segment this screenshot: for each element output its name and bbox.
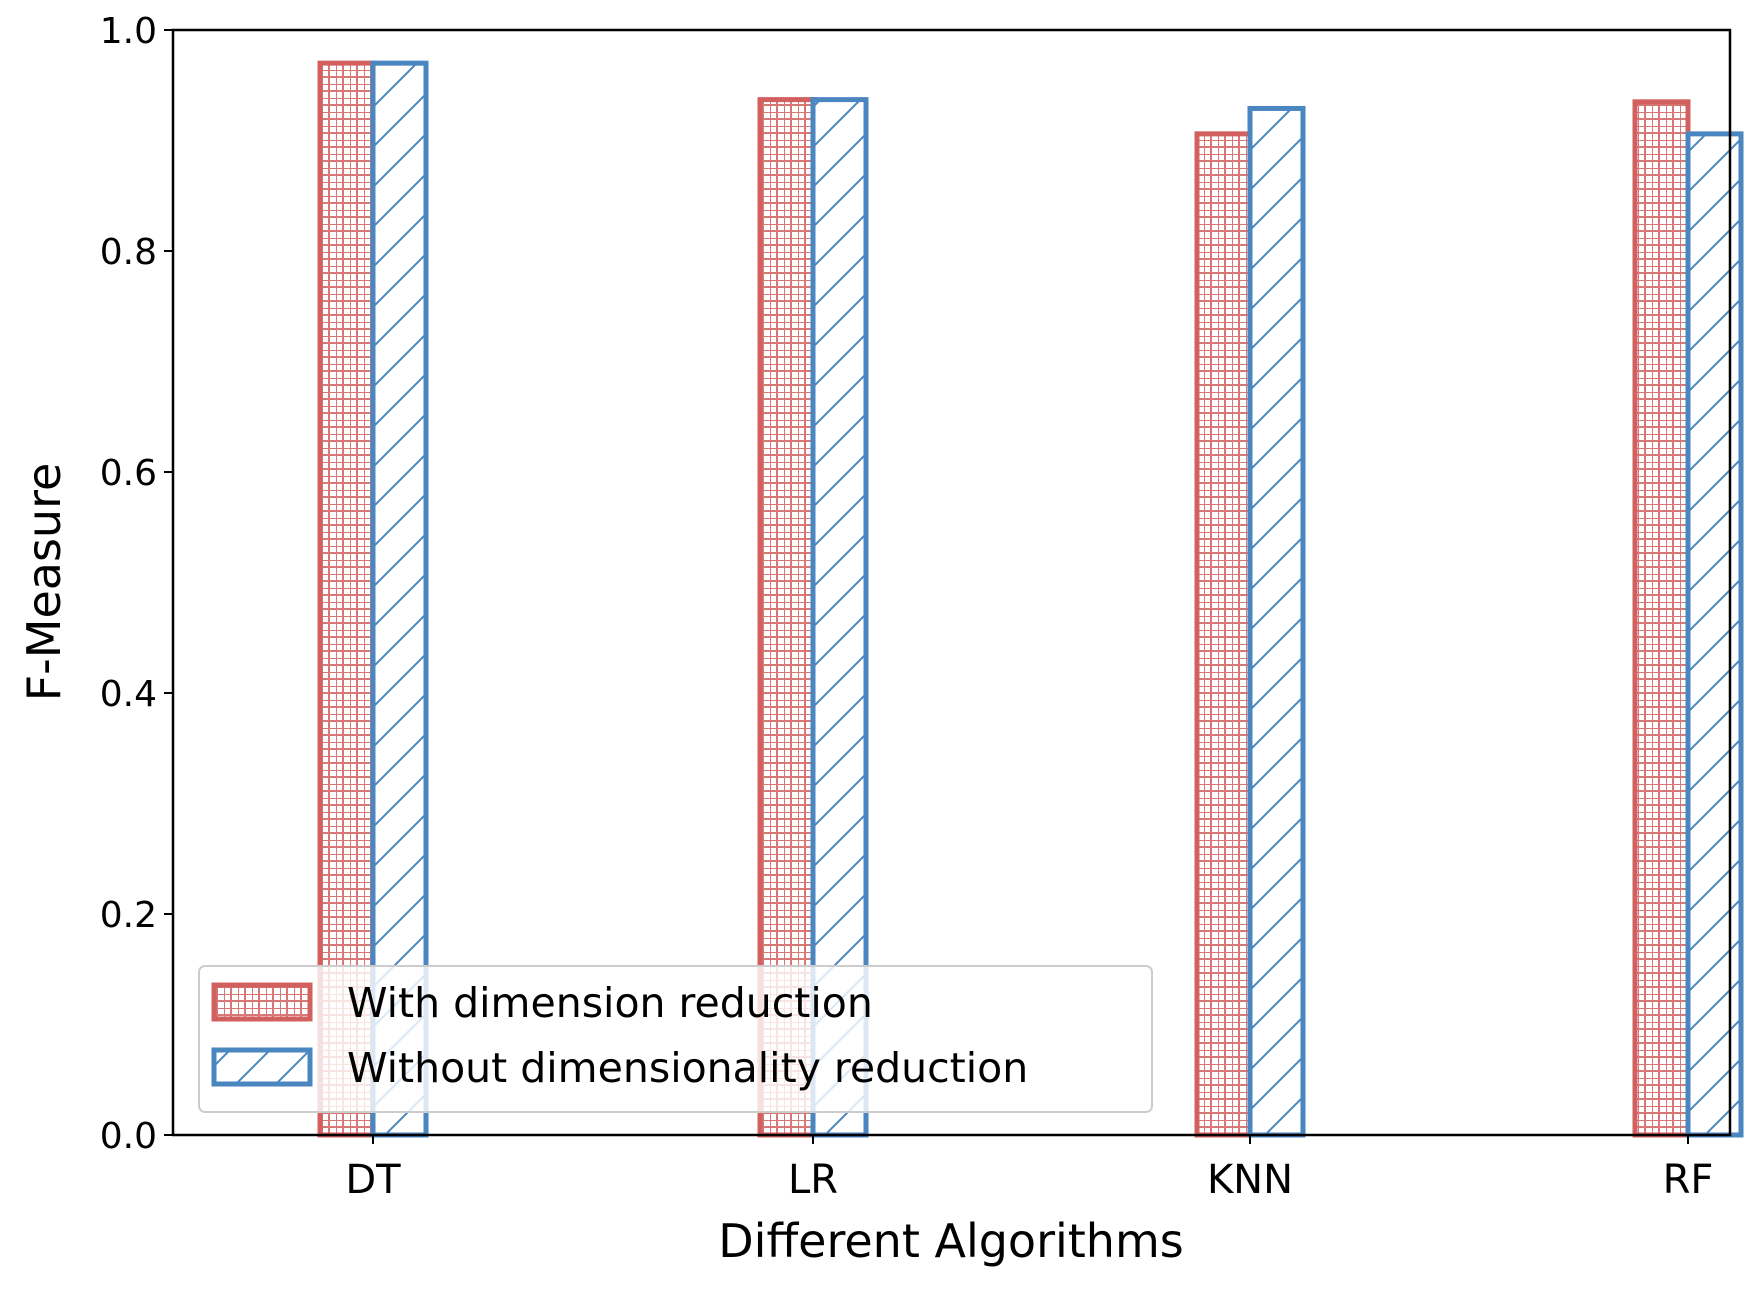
- x-tick-label: KNN: [1207, 1157, 1293, 1203]
- legend-label-without: Without dimensionality reduction: [347, 1044, 1028, 1092]
- legend-frame: [198, 965, 1153, 1113]
- plot-frame: [171, 28, 1732, 1137]
- y-tick-label: 0.8: [100, 232, 157, 273]
- y-tick-label: 0.6: [100, 453, 157, 494]
- y-axis: 0.0 0.2 0.4 0.6 0.8 1.0: [100, 11, 173, 1157]
- bar-rf-without: [1685, 131, 1744, 1138]
- bar-knn-with: [1194, 131, 1253, 1138]
- x-axis-label: Different Algorithms: [718, 1214, 1183, 1268]
- y-tick-label: 1.0: [100, 11, 157, 52]
- y-axis-label: F-Measure: [17, 463, 71, 702]
- bars-group: [317, 60, 1744, 1138]
- bar-rf-with: [1632, 99, 1691, 1138]
- legend-swatch-without: [211, 1047, 313, 1087]
- x-tick-label: RF: [1663, 1157, 1714, 1203]
- legend: With dimension reduction Without dimensi…: [198, 965, 1153, 1113]
- legend-label-with: With dimension reduction: [347, 979, 873, 1027]
- y-tick-label: 0.2: [100, 895, 157, 936]
- x-tick-label: LR: [788, 1157, 838, 1203]
- x-tick-label: DT: [345, 1157, 401, 1203]
- bar-lr-without: [810, 97, 869, 1138]
- bar-knn-without: [1247, 105, 1306, 1138]
- y-tick-label: 0.0: [100, 1116, 157, 1157]
- x-axis: DT LR KNN RF: [345, 1135, 1713, 1203]
- y-tick-label: 0.4: [100, 674, 157, 715]
- legend-swatch-with: [211, 982, 313, 1022]
